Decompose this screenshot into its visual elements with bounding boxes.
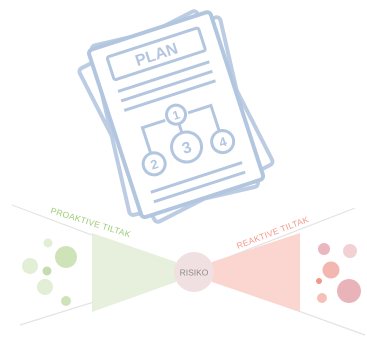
node-1-label: 1 [171,107,182,122]
proactive-dot [61,296,71,306]
proactive-dots [22,238,77,306]
reactive-funnel [212,233,300,312]
risk-center [174,252,214,292]
document-title-box [105,26,207,82]
document-text-line [120,69,213,103]
reactive-dot [318,243,330,255]
reactive-dot [322,261,340,279]
node-2 [141,151,167,177]
document-text-line [123,79,216,112]
reactive-dot [317,293,327,303]
reactive-dots [316,243,361,303]
node-4 [210,129,236,155]
proactive-dot [42,266,52,276]
node-1 [165,103,188,126]
risk-label: RISIKO [180,268,209,278]
plan-document-stack: PLAN 1 3 2 4 [77,9,275,224]
document-tree-connectors [140,103,221,153]
node-3 [170,130,204,164]
document-text-line [117,60,210,93]
proactive-dot [55,246,77,268]
node-2-label: 2 [149,156,161,173]
proactive-dot [37,279,53,295]
reactive-dot [316,278,322,284]
proactive-dot [22,258,38,274]
proactive-funnel [92,233,176,312]
document-text-line [153,170,246,204]
document-text-line [150,161,243,194]
reactive-dot [343,244,357,258]
reactive-dot [337,279,361,303]
proactive-dot [43,238,53,248]
